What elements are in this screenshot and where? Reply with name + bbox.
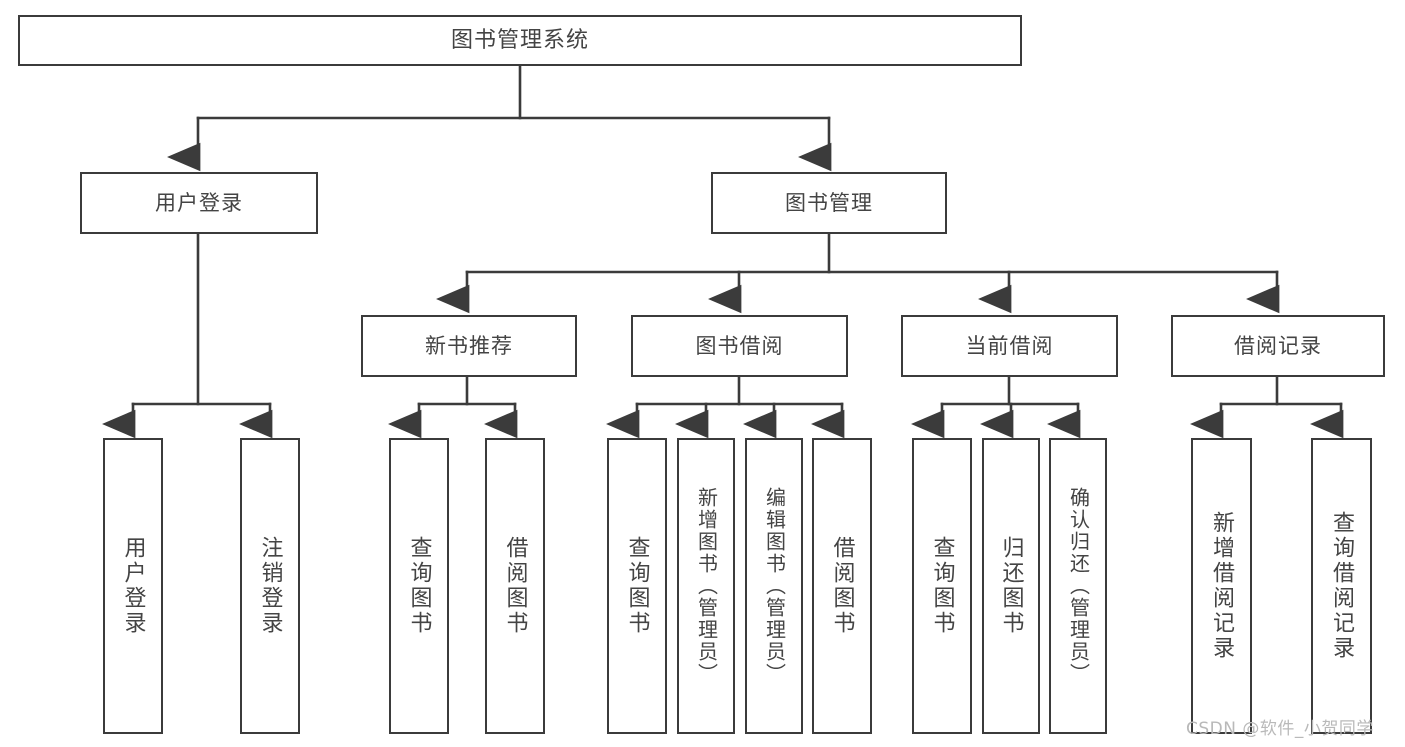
leaf-borrow-book-recommend-label: 借阅图书 (502, 536, 528, 636)
node-user-login-label: 用户登录 (155, 190, 243, 215)
node-new-book-recommend[interactable]: 新书推荐 (361, 315, 577, 377)
csdn-watermark: CSDN @软件_小贺同学 (1186, 719, 1374, 739)
leaf-user-logout-label: 注销登录 (257, 536, 283, 636)
leaf-add-borrow-record[interactable]: 新增借阅记录 (1191, 438, 1252, 734)
leaf-query-borrow-record-label: 查询借阅记录 (1329, 511, 1355, 661)
node-borrow-record[interactable]: 借阅记录 (1171, 315, 1385, 377)
node-root-system[interactable]: 图书管理系统 (18, 15, 1022, 66)
leaf-edit-book-label: 编辑图书（管理员） (762, 487, 787, 685)
leaf-query-book-recommend-label: 查询图书 (406, 536, 432, 636)
leaf-add-borrow-record-label: 新增借阅记录 (1209, 511, 1235, 661)
node-book-borrow[interactable]: 图书借阅 (631, 315, 848, 377)
leaf-confirm-return-label: 确认归还（管理员） (1066, 487, 1091, 685)
leaf-user-login[interactable]: 用户登录 (103, 438, 163, 734)
leaf-add-book-label: 新增图书（管理员） (694, 487, 719, 685)
leaf-return-book-label: 归还图书 (998, 536, 1024, 636)
leaf-user-logout[interactable]: 注销登录 (240, 438, 300, 734)
leaf-borrow-book-recommend[interactable]: 借阅图书 (485, 438, 545, 734)
node-borrow-record-label: 借阅记录 (1234, 333, 1322, 358)
node-new-book-recommend-label: 新书推荐 (425, 333, 513, 358)
leaf-confirm-return[interactable]: 确认归还（管理员） (1049, 438, 1107, 734)
node-current-borrow[interactable]: 当前借阅 (901, 315, 1118, 377)
node-current-borrow-label: 当前借阅 (965, 333, 1054, 358)
leaf-add-book[interactable]: 新增图书（管理员） (677, 438, 735, 734)
leaf-user-login-label: 用户登录 (120, 536, 146, 636)
leaf-edit-book[interactable]: 编辑图书（管理员） (745, 438, 803, 734)
leaf-return-book[interactable]: 归还图书 (982, 438, 1040, 734)
leaf-query-book-borrow-label: 查询图书 (624, 536, 650, 636)
leaf-query-book-current-label: 查询图书 (929, 536, 955, 636)
leaf-query-book-current[interactable]: 查询图书 (912, 438, 972, 734)
leaf-query-book-borrow[interactable]: 查询图书 (607, 438, 667, 734)
leaf-borrow-book[interactable]: 借阅图书 (812, 438, 872, 734)
node-book-manage-label: 图书管理 (785, 190, 873, 215)
node-user-login[interactable]: 用户登录 (80, 172, 318, 234)
leaf-query-borrow-record[interactable]: 查询借阅记录 (1311, 438, 1372, 734)
leaf-borrow-book-label: 借阅图书 (829, 536, 855, 636)
leaf-query-book-recommend[interactable]: 查询图书 (389, 438, 449, 734)
node-book-borrow-label: 图书借阅 (695, 333, 784, 358)
node-root-system-label: 图书管理系统 (450, 27, 589, 53)
node-book-manage[interactable]: 图书管理 (711, 172, 947, 234)
